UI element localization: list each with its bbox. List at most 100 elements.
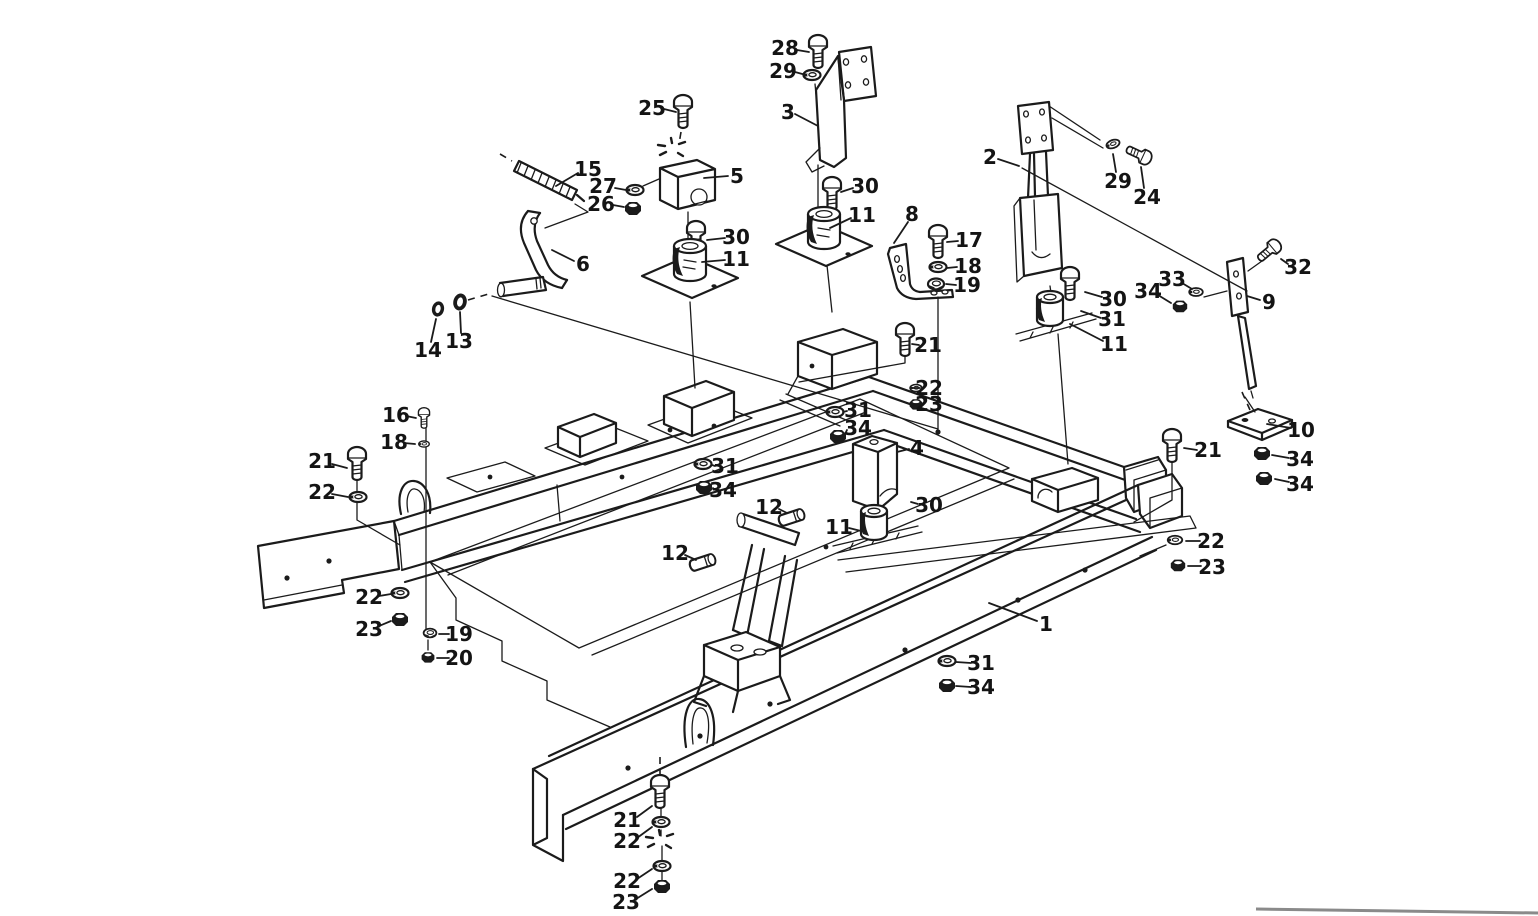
- part-number-label: 22: [613, 869, 641, 893]
- callout-leader-line: [840, 187, 854, 193]
- part-6-lever: [496, 209, 569, 298]
- part-number-label: 14: [414, 338, 442, 362]
- callout-leader-line: [1157, 294, 1172, 304]
- bolt-icon: [807, 33, 829, 70]
- callout-leader-line: [910, 501, 919, 505]
- part-number-label: 27: [589, 174, 617, 198]
- part-callout-18: 18: [946, 254, 982, 278]
- part-callout-16: 16: [382, 403, 417, 427]
- part-callout-23: 23: [355, 617, 392, 641]
- part-callout-18: 18: [380, 430, 416, 454]
- part-callout-31: 31: [955, 651, 995, 675]
- part-callout-24: 24: [1133, 166, 1161, 209]
- part-number-label: 10: [1287, 418, 1315, 442]
- ring-icon: [452, 292, 468, 312]
- part-callout-31: 31: [711, 454, 739, 478]
- part-15-spring: [499, 153, 586, 203]
- rear-rail: [392, 375, 889, 584]
- callout-leader-line: [778, 508, 788, 514]
- part-number-label: 4: [910, 436, 924, 460]
- washer-icon: [825, 405, 845, 419]
- mount-sm-icon: [858, 503, 889, 542]
- part-callout-34: 34: [844, 416, 872, 440]
- callout-leader-line: [636, 826, 653, 839]
- exploded-parts: [496, 45, 1294, 554]
- nut-icon: [1253, 446, 1271, 461]
- ring-icon: [430, 300, 446, 318]
- callout-leader-line: [703, 175, 729, 179]
- part-callout-23: 23: [612, 888, 653, 914]
- front-rail-bracket: [692, 630, 792, 714]
- nut-icon: [421, 651, 435, 664]
- part-number-label: 18: [380, 430, 408, 454]
- callout-leader-line: [614, 187, 627, 191]
- part-callout-22: 22: [355, 585, 392, 609]
- part-callout-23: 23: [1187, 555, 1226, 579]
- u-bolt-loop-front: [683, 697, 716, 749]
- part-number-label: 23: [355, 617, 383, 641]
- burst-icon: [656, 136, 687, 158]
- part-callout-27: 27: [589, 174, 627, 198]
- u-bolt-loop-rear: [398, 479, 432, 516]
- nut-icon: [1172, 300, 1188, 313]
- part-callout-34: 34: [1274, 472, 1314, 496]
- frame-assembly: [256, 327, 1197, 863]
- callout-leader-line: [459, 311, 462, 334]
- part-callout-19: 19: [945, 273, 981, 297]
- washer-icon: [1104, 137, 1122, 152]
- part-number-label: 11: [722, 247, 750, 271]
- bolt-icon: [1253, 235, 1285, 266]
- part-callout-19: 19: [438, 622, 473, 646]
- part-number-label: 9: [1262, 290, 1276, 314]
- part-number-label: 17: [955, 228, 983, 252]
- part-number-label: 25: [638, 96, 666, 120]
- part-callout-8: 8: [893, 202, 919, 244]
- part-number-label: 34: [709, 478, 737, 502]
- part-number-label: 22: [915, 376, 943, 400]
- callout-leader-line: [1069, 323, 1104, 342]
- part-number-label: 30: [1099, 287, 1127, 311]
- part-callout-20: 20: [436, 646, 473, 670]
- callout-leader-line: [794, 113, 819, 127]
- part-callout-10: 10: [1266, 418, 1315, 442]
- callout-leader-line: [378, 593, 392, 597]
- part-number-label: 32: [1284, 255, 1312, 279]
- nut-icon: [1170, 559, 1186, 572]
- callout-leader-line: [405, 415, 417, 419]
- part-number-label: 34: [844, 416, 872, 440]
- part-number-label: 21: [308, 449, 336, 473]
- washer-icon: [651, 815, 671, 829]
- part-number-label: 34: [1286, 472, 1314, 496]
- part-number-label: 34: [1134, 279, 1162, 303]
- part-number-label: 11: [825, 515, 853, 539]
- bolt-icon: [1123, 141, 1155, 168]
- part-number-label: 6: [576, 252, 590, 276]
- callout-leader-line: [701, 259, 726, 263]
- part-number-label: 3: [781, 100, 795, 124]
- callout-leader-line: [636, 805, 653, 818]
- part-number-label: 23: [1198, 555, 1226, 579]
- saddle-bracket-b: [647, 379, 753, 444]
- part-callout-4: 4: [896, 436, 924, 460]
- part-callout-30: 30: [706, 225, 750, 249]
- part-callout-22: 22: [912, 376, 943, 400]
- part-callout-12: 12: [755, 495, 788, 519]
- part-3-bracket: [805, 45, 878, 173]
- part-number-label: 31: [711, 454, 739, 478]
- part-callout-31: 31: [1080, 307, 1126, 331]
- part-number-label: 31: [1098, 307, 1126, 331]
- part-number-label: 15: [574, 157, 602, 181]
- callout-leader-line: [1183, 447, 1198, 451]
- bolt-icon: [894, 321, 916, 358]
- part-number-label: 21: [1194, 438, 1222, 462]
- part-callout-15: 15: [555, 157, 602, 187]
- callout-leader-line: [911, 343, 920, 346]
- part-callout-17: 17: [946, 228, 983, 252]
- callout-leader-line: [945, 283, 957, 286]
- part-callout-28: 28: [771, 36, 810, 60]
- washer-icon: [625, 183, 645, 197]
- washer-icon: [693, 457, 713, 471]
- part-number-label: 30: [722, 225, 750, 249]
- part-callout-29: 29: [769, 59, 807, 83]
